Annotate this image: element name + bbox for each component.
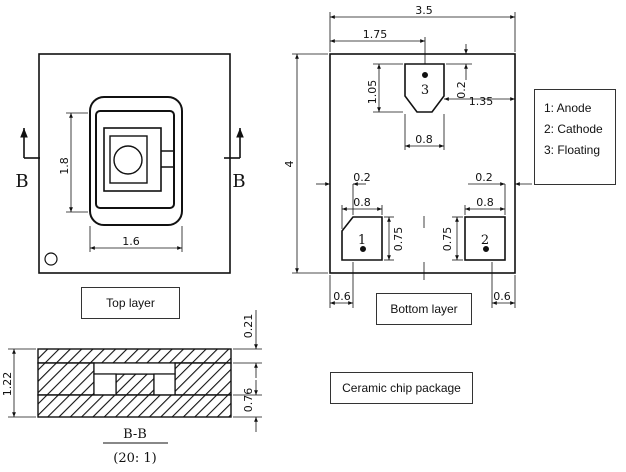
pad-1: [341, 216, 383, 261]
section-middle-layer-left: [37, 362, 95, 396]
dim-gap-right: 0.2: [475, 171, 493, 184]
dim-margin-left: 0.6: [333, 290, 351, 303]
pad-label-3: 3: [421, 83, 429, 98]
pad-3: [404, 63, 445, 113]
dim-pad2-height: 0.75: [441, 227, 454, 252]
dim-pad3-top-gap: 0.2: [455, 81, 468, 99]
dim-pad1-height: 0.75: [392, 227, 405, 252]
pad-label-2: 2: [481, 233, 489, 248]
section-dim-bottom: 0.76: [242, 388, 255, 413]
legend-item-floating: 3: Floating: [544, 143, 601, 157]
section-dim-top: 0.21: [242, 314, 255, 339]
top-layer-caption-text: Top layer: [106, 296, 155, 310]
dim-pad3-offset: 1.75: [363, 28, 388, 41]
section-marker-left: [20, 128, 40, 159]
legend-item-cathode: 2: Cathode: [544, 122, 603, 136]
section-dim-total: 1.22: [1, 372, 14, 397]
dim-total-width: 3.5: [415, 4, 433, 17]
top-pad-outer: [89, 96, 183, 226]
top-pad-die: [109, 135, 148, 184]
dim-pad3-right: 1.35: [469, 95, 494, 108]
top-dim-width: 1.6: [122, 235, 140, 248]
dim-pad2-width: 0.8: [476, 196, 494, 209]
top-pad-window: [103, 127, 162, 192]
section-top-layer: [37, 348, 232, 364]
top-pad-inner: [95, 110, 175, 209]
bottom-view-outline: [329, 53, 516, 274]
top-layer-caption: Top layer: [81, 287, 180, 319]
package-label-text: Ceramic chip package: [342, 381, 461, 395]
top-view-outline: [38, 53, 231, 274]
bottom-view: [329, 53, 516, 274]
section-middle-layer-right: [174, 362, 232, 396]
dim-margin-right: 0.6: [493, 290, 511, 303]
package-label-box: Ceramic chip package: [330, 372, 473, 404]
section-scale: (20: 1): [113, 451, 156, 466]
pad-label-1: 1: [358, 233, 366, 248]
section-bottom-layer: [37, 394, 232, 418]
bottom-layer-caption: Bottom layer: [376, 293, 472, 325]
dim-pad3-width: 0.8: [415, 133, 433, 146]
pin1-marker: [44, 252, 58, 266]
dim-pad1-width: 0.8: [353, 196, 371, 209]
dim-gap-left: 0.2: [353, 171, 371, 184]
section-mark-right: B: [232, 171, 245, 192]
section-marker-right: [224, 128, 244, 159]
top-pad-die-circle: [113, 145, 143, 175]
pad-2: [464, 216, 506, 261]
section-view: [37, 348, 232, 418]
section-mark-left: B: [15, 171, 28, 192]
bottom-layer-caption-text: Bottom layer: [390, 302, 458, 316]
top-dim-height: 1.8: [58, 157, 71, 175]
section-middle-core: [115, 373, 155, 396]
dim-height: 4: [283, 161, 296, 168]
bottom-dimension-lines: [292, 12, 532, 308]
top-view: [38, 53, 231, 274]
pin-legend: 1: Anode 2: Cathode 3: Floating: [534, 89, 616, 185]
section-dimension-lines: [8, 310, 262, 432]
section-title: B-B: [123, 427, 147, 442]
dim-pad3-height: 1.05: [366, 80, 379, 105]
legend-item-anode: 1: Anode: [544, 101, 592, 115]
